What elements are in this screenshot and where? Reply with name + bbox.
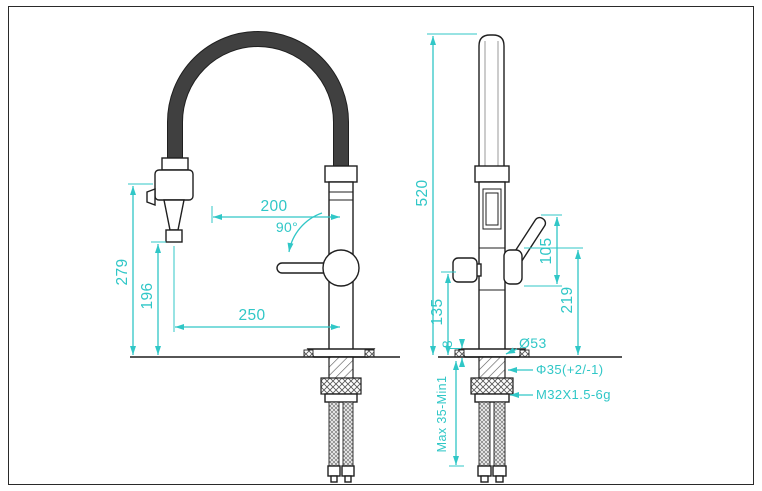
drawing-border [8,6,754,485]
dim-label-105: 105 [538,237,555,264]
dim-hole-diameter: Φ35(+2/-1) [508,362,603,377]
handle-lever-front [276,262,330,274]
dim-label-8: 8 [439,340,455,348]
spray-head [146,157,194,243]
supply-hose [328,401,340,467]
dim-label-219: 219 [559,286,576,313]
dim-overall-height-279: 279 [114,183,153,355]
supply-hose [493,401,506,467]
dim-deck-thickness-range: Max 35-Min1 [435,361,464,467]
dim-swivel-angle-90: 90° [276,212,323,253]
dim-label-thread: M32X1.5-6g [536,387,611,402]
dim-spout-reach-250: 250 [173,246,340,332]
dim-label-90deg: 90° [276,219,298,235]
supply-hose [342,401,354,467]
faucet-body-front [276,165,360,358]
spring-hose-arch [167,31,349,170]
dimensions-front: 279 196 200 90° 250 [114,183,340,355]
side-view [438,34,622,483]
dim-label-520: 520 [414,179,431,206]
side-sprayer-holder [452,257,482,283]
dim-total-height-520: 520 [414,33,477,355]
dim-flange-height-8: 8 [439,339,465,367]
mounting-hardware-side [454,348,530,483]
dim-label-135: 135 [429,298,446,325]
dim-label-200: 200 [260,198,287,215]
dim-label-279: 279 [114,258,131,285]
dim-handle-height-105: 105 [524,214,562,287]
dim-outlet-height-135: 135 [429,271,456,355]
dim-valve-height-219: 219 [524,247,583,355]
dim-base-diameter: Ø53 [505,335,547,355]
dim-label-196: 196 [139,282,156,309]
dim-thread-spec: M32X1.5-6g [510,387,611,402]
handle-side [503,216,547,285]
dim-label-base-diameter: Ø53 [519,335,547,351]
mounting-hardware-front [303,348,376,483]
dim-label-hole-diameter: Φ35(+2/-1) [536,362,603,377]
dim-label-deck-range: Max 35-Min1 [435,376,449,453]
valve-sphere [322,249,360,287]
dim-nozzle-height-196: 196 [139,241,166,355]
front-view [130,31,400,483]
dim-top-reach-200: 200 [211,198,340,223]
dimensions-side: 520 105 219 135 8 Ø53 [414,33,611,467]
spout-column-side [478,34,505,169]
dim-label-250: 250 [238,307,265,324]
supply-hose [478,401,491,467]
